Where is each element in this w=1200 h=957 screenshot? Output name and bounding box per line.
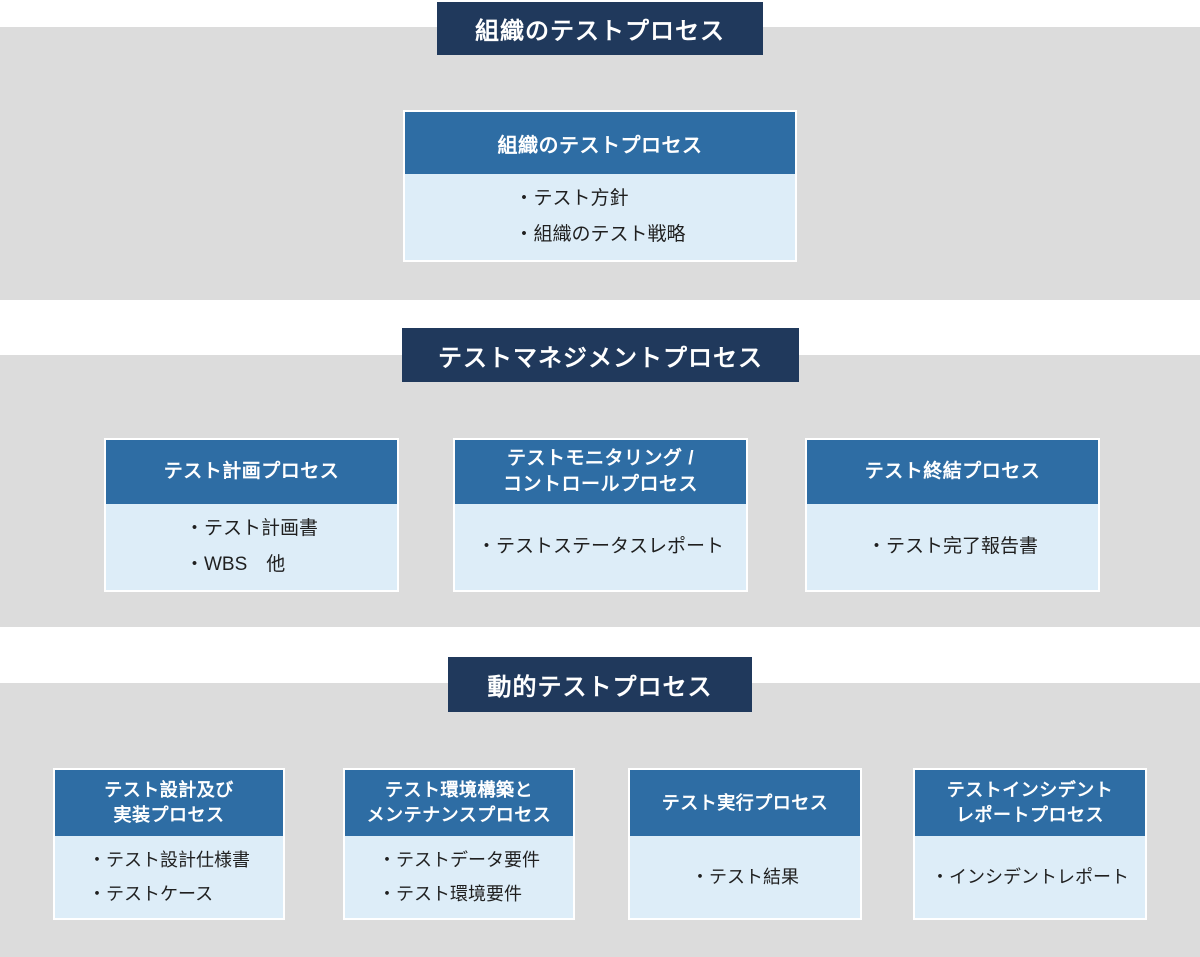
card-header: テスト計画プロセス (106, 440, 397, 504)
card-body: ・テスト設計仕様書 ・テストケース (55, 836, 283, 918)
card-title: 組織のテストプロセス (497, 134, 703, 157)
card-body: ・テストデータ要件 ・テスト環境要件 (345, 836, 573, 918)
banner-test-management-process: テストマネジメントプロセス (402, 328, 799, 382)
process-card-test-design-implementation: テスト設計及び 実装プロセス ・テスト設計仕様書 ・テストケース (53, 768, 285, 920)
bullet-item: ・テスト計画書 (184, 518, 318, 539)
banner-dynamic-test-process: 動的テストプロセス (448, 657, 752, 712)
card-title-line: レポートプロセス (956, 805, 1104, 825)
card-title-line: メンテナンスプロセス (366, 805, 552, 825)
bullet-list: ・テストステータスレポート (477, 529, 724, 565)
bullet-list: ・インシデントレポート (931, 860, 1129, 894)
bullet-item: ・組織のテスト戦略 (514, 224, 686, 245)
banner-label: 組織のテストプロセス (475, 18, 725, 45)
card-header: テスト実行プロセス (630, 770, 860, 836)
card-header: テスト環境構築と メンテナンスプロセス (345, 770, 573, 836)
card-body: ・テスト計画書 ・WBS 他 (106, 504, 397, 590)
bullet-item: ・テストデータ要件 (378, 850, 540, 870)
card-header: テストインシデント レポートプロセス (915, 770, 1145, 836)
card-title-line: テスト環境構築と (385, 780, 533, 800)
card-title: テスト実行プロセス (661, 792, 829, 813)
process-card-test-incident-reporting: テストインシデント レポートプロセス ・インシデントレポート (913, 768, 1147, 920)
bullet-list: ・テスト完了報告書 (867, 529, 1038, 565)
card-title-line: テストモニタリング / (506, 448, 695, 469)
bullet-list: ・テストデータ要件 ・テスト環境要件 (378, 843, 540, 911)
process-card-test-execution: テスト実行プロセス ・テスト結果 (628, 768, 862, 920)
process-card-test-completion: テスト終結プロセス ・テスト完了報告書 (805, 438, 1100, 592)
card-body: ・テスト完了報告書 (807, 504, 1098, 590)
card-title: テスト終結プロセス (864, 461, 1041, 482)
bullet-list: ・テスト方針 ・組織のテスト戦略 (514, 181, 685, 253)
bullet-list: ・テスト結果 (691, 860, 799, 894)
banner-organizational-test-process: 組織のテストプロセス (437, 2, 763, 55)
process-card-test-monitoring-control: テストモニタリング / コントロールプロセス ・テストステータスレポート (453, 438, 748, 592)
card-body: ・インシデントレポート (915, 836, 1145, 918)
card-title: テスト計画プロセス (163, 461, 340, 482)
bullet-item: ・インシデントレポート (931, 867, 1129, 887)
card-header: 組織のテストプロセス (405, 112, 795, 174)
process-card-test-environment: テスト環境構築と メンテナンスプロセス ・テストデータ要件 ・テスト環境要件 (343, 768, 575, 920)
card-title-line: コントロールプロセス (502, 474, 698, 495)
banner-label: 動的テストプロセス (487, 674, 713, 701)
bullet-item: ・テスト方針 (514, 188, 629, 209)
card-title-line: 実装プロセス (113, 805, 225, 825)
bullet-item: ・WBS 他 (184, 554, 286, 575)
card-header: テスト終結プロセス (807, 440, 1098, 504)
card-title-line: テスト設計及び (104, 780, 234, 800)
bullet-list: ・テスト計画書 ・WBS 他 (185, 511, 318, 583)
bullet-item: ・テストステータスレポート (476, 536, 724, 557)
card-body: ・テスト方針 ・組織のテスト戦略 (405, 174, 795, 260)
card-header: テストモニタリング / コントロールプロセス (455, 440, 746, 504)
bullet-item: ・テスト設計仕様書 (88, 850, 250, 870)
bullet-item: ・テスト完了報告書 (866, 536, 1038, 557)
bullet-item: ・テストケース (88, 884, 214, 904)
card-title-line: テストインシデント (946, 780, 1114, 800)
bullet-list: ・テスト設計仕様書 ・テストケース (88, 843, 250, 911)
bullet-item: ・テスト結果 (691, 867, 799, 887)
process-card-organizational: 組織のテストプロセス ・テスト方針 ・組織のテスト戦略 (403, 110, 797, 262)
process-card-test-planning: テスト計画プロセス ・テスト計画書 ・WBS 他 (104, 438, 399, 592)
card-body: ・テスト結果 (630, 836, 860, 918)
card-body: ・テストステータスレポート (455, 504, 746, 590)
bullet-item: ・テスト環境要件 (378, 884, 522, 904)
card-header: テスト設計及び 実装プロセス (55, 770, 283, 836)
banner-label: テストマネジメントプロセス (438, 344, 763, 372)
